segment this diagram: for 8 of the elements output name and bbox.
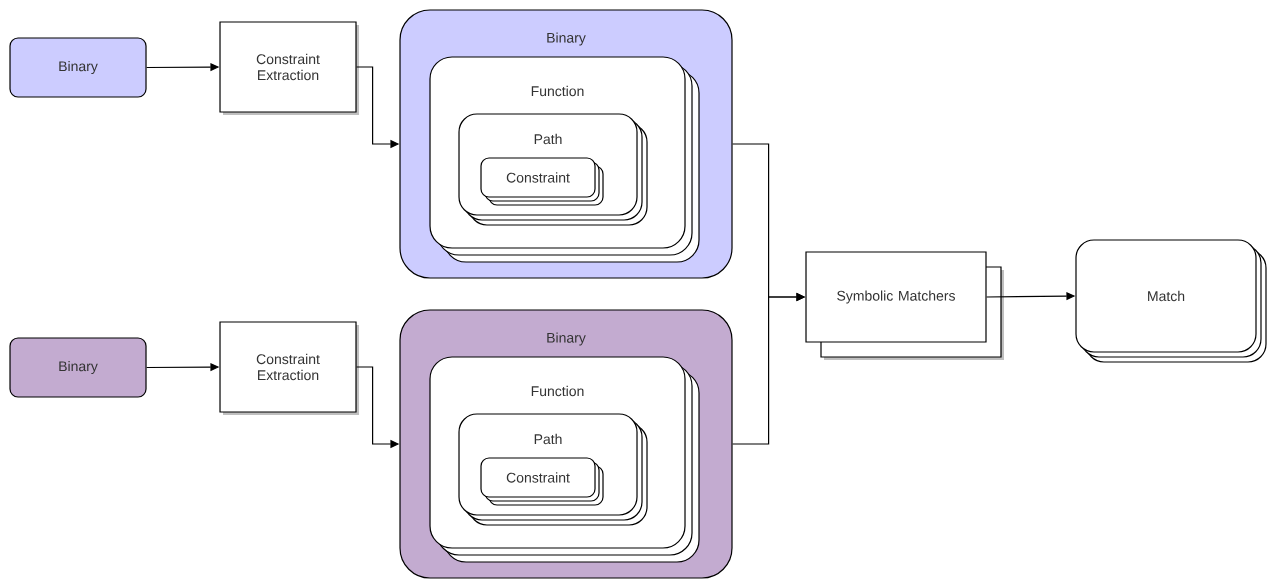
stacked-box: Constraint xyxy=(480,457,604,506)
input-box: Binary xyxy=(9,37,147,98)
stacked-box: Match xyxy=(1075,239,1267,363)
stacked-box: Constraint xyxy=(480,157,604,206)
stacked-box: Symbolic Matchers xyxy=(805,251,1004,360)
input-box: Binary xyxy=(9,337,147,398)
process-box: Constraint Extraction xyxy=(219,321,359,415)
process-box: Constraint Extraction xyxy=(219,21,359,115)
